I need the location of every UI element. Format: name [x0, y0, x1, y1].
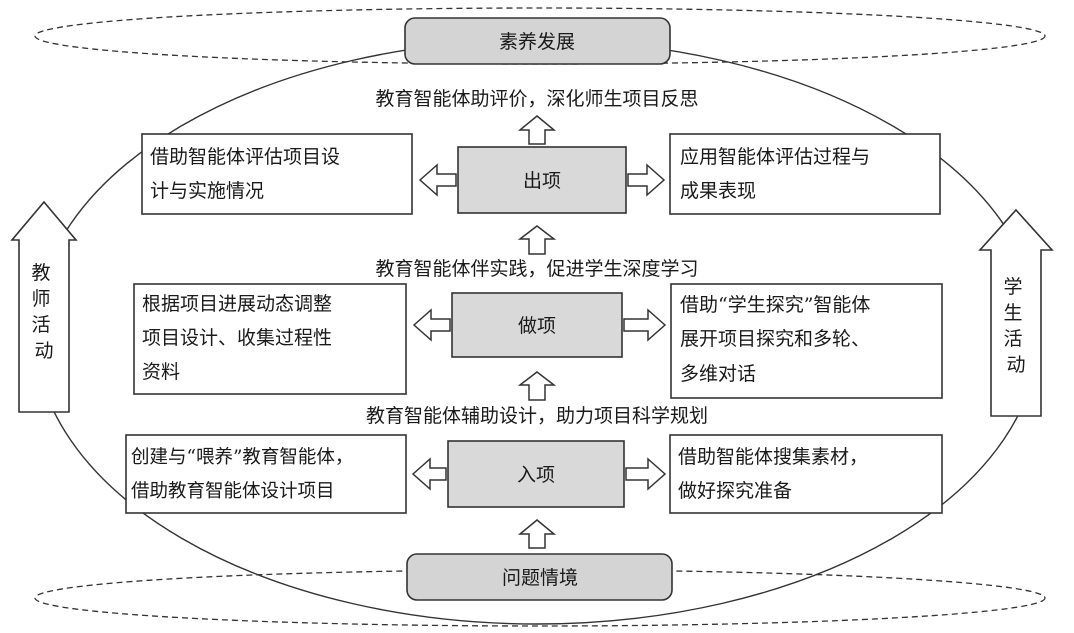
up-arrow-to-do — [517, 371, 557, 401]
enter-stage-box: 入项 — [447, 440, 625, 508]
up-arrow-to-enter — [517, 519, 557, 549]
exit-left-line-2: 计与实施情况 — [150, 180, 264, 202]
literacy-development-box: 素养发展 — [404, 17, 671, 65]
svg-text:借助智能体搜集素材， 做好探究准备: 借助智能体搜集素材， 做好探究准备 — [678, 446, 874, 502]
teacher-activity-char-1: 教 — [31, 262, 50, 284]
up-arrow-to-literacy — [517, 115, 557, 145]
student-activity-char-2: 生 — [1003, 302, 1022, 324]
teacher-activity-char-3: 活 — [31, 314, 50, 336]
enter-left-box: 创建与“喂养”教育智能体， 借助教育智能体设计项目 — [125, 434, 407, 514]
svg-text:借助智能体评估项目设 计与实施情况: 借助智能体评估项目设 计与实施情况 — [150, 146, 346, 202]
do-stage-label: 做项 — [518, 315, 556, 337]
do-stage-box: 做项 — [451, 292, 623, 358]
literacy-development-label: 素养发展 — [499, 31, 575, 53]
top-dashed-ellipse — [34, 7, 1046, 65]
enter-stage-caption: 教育智能体辅助设计，助力项目科学规划 — [366, 405, 708, 427]
exit-left-line-1: 借助智能体评估项目设 — [150, 146, 340, 168]
enter-stage-label: 入项 — [517, 464, 555, 486]
enter-right-line-2: 做好探究准备 — [678, 480, 792, 502]
exit-left-box: 借助智能体评估项目设 计与实施情况 — [141, 133, 413, 215]
enter-left-line-2: 借助教育智能体设计项目 — [131, 481, 335, 502]
enter-left-line-1: 创建与“喂养”教育智能体， — [131, 447, 353, 468]
enter-right-line-1: 借助智能体搜集素材， — [678, 446, 868, 468]
do-left-line-1: 根据项目进展动态调整 — [142, 293, 332, 315]
svg-text:学 生 活 动: 学 生 活 动 — [1003, 276, 1028, 376]
exit-right-arrow — [627, 163, 666, 197]
do-left-box: 根据项目进展动态调整 项目设计、收集过程性 资料 — [133, 283, 407, 395]
do-stage-caption: 教育智能体伴实践，促进学生深度学习 — [375, 258, 698, 280]
student-activity-arrow: 学 生 活 动 — [978, 208, 1054, 417]
exit-stage-label: 出项 — [523, 170, 561, 192]
student-activity-char-4: 动 — [1006, 354, 1025, 376]
svg-text:借助“学生探究”智能体 展开项目探究和多轮、: 借助“学生探究”智能体 展开项目探究和多轮、 多维对话 — [680, 294, 876, 385]
problem-context-box: 问题情境 — [406, 553, 673, 601]
do-left-line-2: 项目设计、收集过程性 — [142, 327, 332, 349]
svg-text:创建与“喂养”教育智能体， 借助教育智能体设计项: 创建与“喂养”教育智能体， 借助教育智能体设计项目 — [131, 447, 359, 502]
svg-text:应用智能体评估过程与 成果表现: 应用智能体评估过程与 成果表现 — [680, 146, 876, 202]
enter-right-box: 借助智能体搜集素材， 做好探究准备 — [669, 434, 943, 514]
teacher-activity-arrow: 教 师 活 动 — [10, 200, 78, 413]
exit-left-arrow — [418, 163, 457, 197]
student-activity-char-3: 活 — [1003, 328, 1022, 350]
exit-stage-box: 出项 — [457, 146, 627, 214]
teacher-activity-char-2: 师 — [31, 288, 50, 310]
svg-text:根据项目进展动态调整 项目设计、收集过程性: 根据项目进展动态调整 项目设计、收集过程性 资料 — [142, 293, 338, 383]
exit-stage-caption: 教育智能体助评价，深化师生项目反思 — [375, 88, 698, 110]
exit-right-line-2: 成果表现 — [680, 180, 756, 202]
do-right-line-3: 多维对话 — [680, 363, 756, 385]
do-left-arrow — [412, 308, 451, 342]
do-right-arrow — [623, 308, 667, 342]
do-right-line-2: 展开项目探究和多轮、 — [680, 328, 870, 350]
up-arrow-to-exit — [517, 225, 557, 255]
exit-right-line-1: 应用智能体评估过程与 — [680, 146, 870, 168]
enter-right-arrow — [625, 457, 667, 491]
do-right-box: 借助“学生探究”智能体 展开项目探究和多轮、 多维对话 — [670, 283, 943, 399]
do-right-line-1: 借助“学生探究”智能体 — [680, 294, 870, 316]
student-activity-char-1: 学 — [1003, 276, 1022, 298]
svg-text:教 师 活 动: 教 师 活 动 — [31, 262, 56, 362]
enter-left-arrow — [411, 457, 447, 491]
problem-context-label: 问题情境 — [502, 567, 578, 589]
teacher-activity-char-4: 动 — [34, 340, 53, 362]
exit-right-box: 应用智能体评估过程与 成果表现 — [669, 133, 941, 215]
do-left-line-3: 资料 — [142, 361, 180, 383]
